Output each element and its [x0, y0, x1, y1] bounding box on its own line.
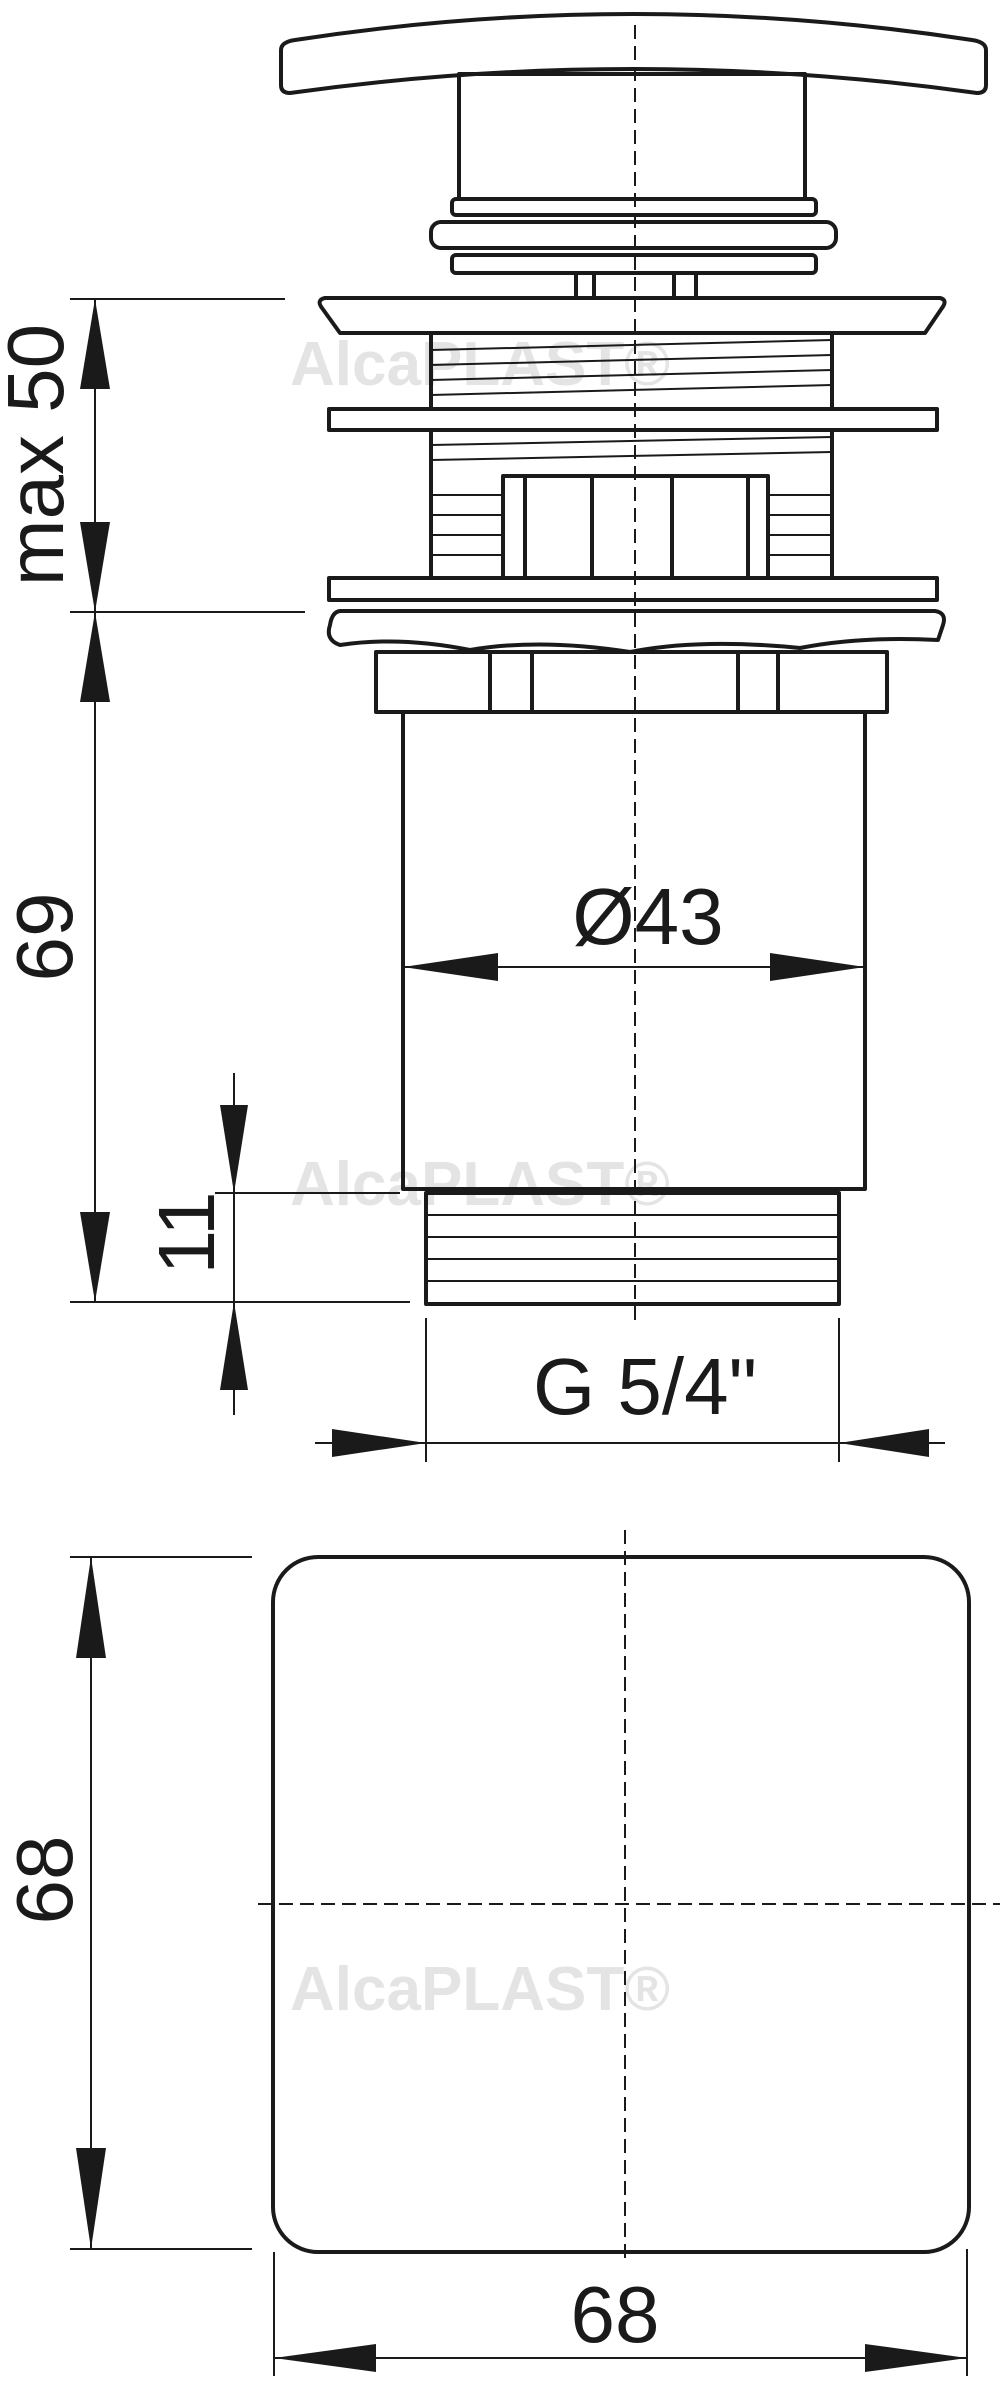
dimension-thread-g54: G 5/4"	[315, 1318, 945, 1462]
dim-label-diameter-43: Ø43	[572, 872, 723, 961]
dim-label-thread: G 5/4"	[533, 1342, 757, 1431]
arrow-down-icon	[76, 2148, 106, 2249]
dim-label-69: 69	[0, 893, 89, 982]
dimension-cap-width-68: 68	[273, 2249, 968, 2376]
arrow-up-icon	[220, 1302, 248, 1390]
seal-ring	[429, 220, 838, 250]
dimension-69: 69	[0, 612, 410, 1303]
cap-stem	[457, 72, 807, 201]
arrow-down-icon	[80, 522, 110, 612]
cap-top	[279, 12, 988, 95]
bottom-thread-lines	[426, 1214, 839, 1282]
dim-label-68-vertical: 68	[0, 1836, 89, 1925]
arrow-down-icon	[220, 1105, 248, 1193]
window-ribs	[523, 476, 750, 578]
arrow-left-icon	[274, 2344, 376, 2372]
arrow-left-icon	[839, 1429, 929, 1457]
watermark-logo: AlcaPLAST®	[290, 1150, 670, 1219]
nut-edges	[488, 652, 780, 712]
lower-washer	[327, 576, 939, 602]
thread-lines	[430, 339, 833, 556]
dimension-11: 11	[142, 1073, 400, 1415]
arrow-down-icon	[80, 1212, 110, 1302]
drain-side-view	[279, 12, 988, 1320]
bottom-flange	[326, 609, 946, 654]
dimension-cap-height-68: 68	[0, 1556, 252, 2250]
guide-post	[574, 271, 596, 300]
arrow-right-icon	[770, 953, 865, 981]
arrow-up-icon	[80, 612, 110, 702]
seal-ring	[450, 253, 818, 275]
nut	[374, 650, 889, 714]
dimension-diameter-43: Ø43	[403, 872, 865, 981]
dim-label-11: 11	[142, 1191, 231, 1274]
watermark-logo: AlcaPLAST®	[290, 1955, 670, 2024]
arrow-right-icon	[865, 2344, 967, 2372]
arrow-right-icon	[332, 1429, 426, 1457]
dimension-max-50: max 50	[0, 298, 305, 1302]
top-flange	[317, 296, 947, 335]
dim-label-68-horizontal: 68	[571, 2270, 660, 2359]
arrow-up-icon	[80, 299, 110, 389]
arrow-left-icon	[403, 953, 498, 981]
cap-top-view	[258, 1530, 1000, 2261]
bottom-thread	[424, 1191, 841, 1306]
middle-washer	[327, 407, 939, 432]
guide-post	[672, 271, 698, 300]
arrow-up-icon	[76, 1557, 106, 1658]
dim-label-max-50: max 50	[0, 324, 80, 586]
cap-square	[271, 1555, 971, 2254]
